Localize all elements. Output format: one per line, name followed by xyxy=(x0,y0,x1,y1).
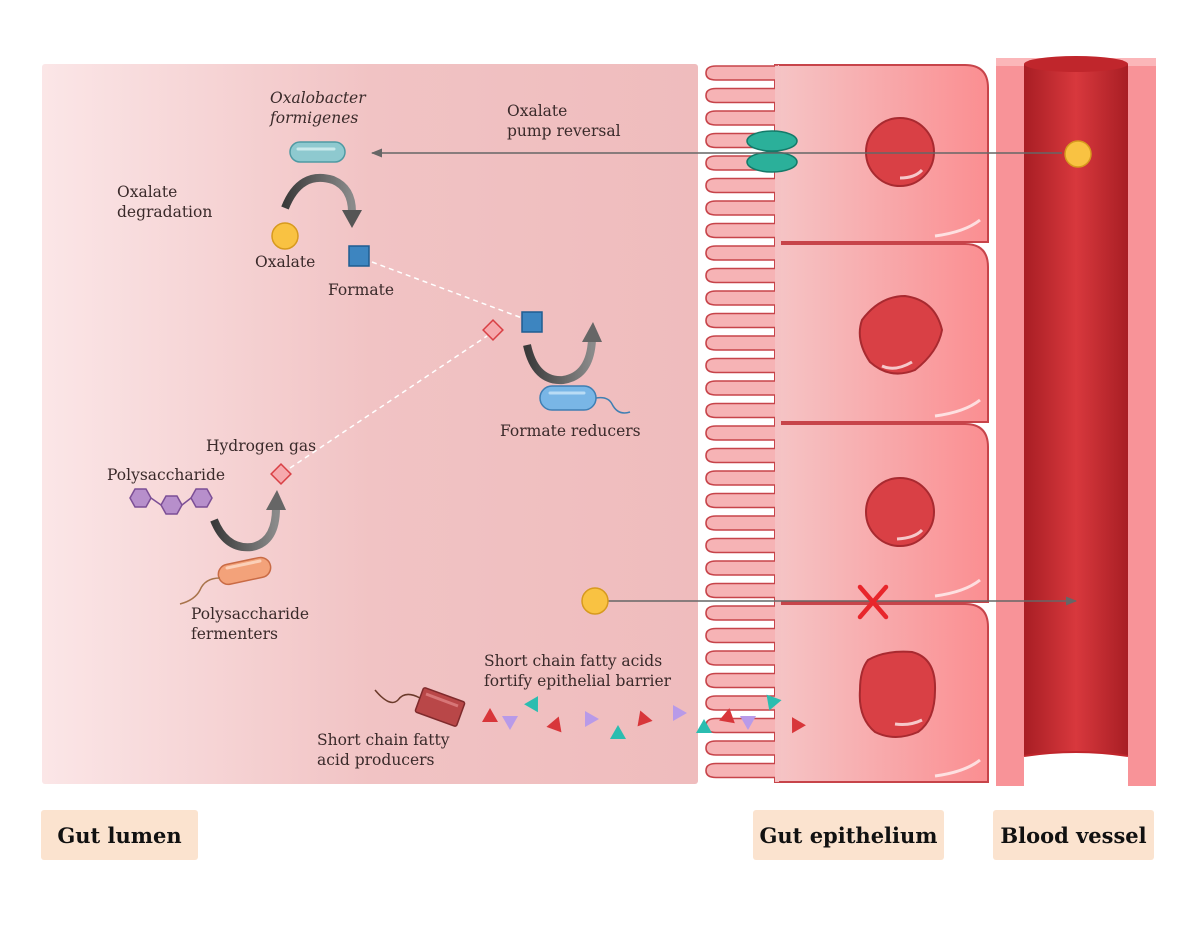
microvillus xyxy=(705,447,778,464)
scfa-molecule-icon xyxy=(610,725,626,739)
pump-reversal-label: Oxalate pump reversal xyxy=(507,101,621,141)
region-label-gut-lumen: Gut lumen xyxy=(41,810,198,860)
fermenters-label-line1: Polysaccharide xyxy=(191,605,310,623)
pump-reversal-label-line2: pump reversal xyxy=(507,122,621,140)
microvillus xyxy=(705,87,778,104)
hydrogen-reducer-input-icon xyxy=(482,319,504,341)
microvillus xyxy=(705,402,778,419)
microvillus xyxy=(705,627,778,644)
microvillus xyxy=(705,222,778,239)
scfa-molecule-icon xyxy=(502,716,518,730)
microvillus xyxy=(705,357,778,374)
scfa-molecule-icon xyxy=(482,708,498,722)
microvillus xyxy=(705,335,778,351)
degradation-label: Oxalate degradation xyxy=(117,182,212,222)
microvillus xyxy=(705,582,778,599)
oxalobacter-label-line1: Oxalobacter xyxy=(270,89,366,107)
hydrogen-gas-icon xyxy=(270,463,292,485)
pump-reversal-label-line1: Oxalate xyxy=(507,102,568,120)
oxalate-label: Oxalate xyxy=(255,253,316,271)
scfa-molecule-icon xyxy=(546,716,562,733)
scfa-producers-label: Short chain fatty acid producers xyxy=(317,730,449,770)
microvillus xyxy=(705,672,778,689)
blood-vessel xyxy=(996,56,1156,786)
microvillus xyxy=(705,605,778,621)
hydrogen-gas-label: Hydrogen gas xyxy=(206,437,317,455)
hydrogen-link-line xyxy=(289,335,488,469)
polysaccharide-label: Polysaccharide xyxy=(107,466,226,484)
microvillus xyxy=(705,560,778,576)
scfa-molecule-icon xyxy=(696,719,712,733)
scfa-label-line1: Short chain fatty acids xyxy=(484,652,663,670)
degradation-label-line1: Oxalate xyxy=(117,183,178,201)
scfa-molecule-icon xyxy=(719,708,735,724)
microvillus xyxy=(705,740,778,756)
scfa-molecules xyxy=(482,694,806,739)
blood-oxalate-icon xyxy=(1064,140,1092,168)
fermenter-bacterium-icon xyxy=(179,556,272,605)
cell-nuclei xyxy=(858,117,944,738)
polysaccharide-chain-icon xyxy=(129,488,213,515)
scfa-molecule-icon xyxy=(585,711,599,727)
fermenters-label-line2: fermenters xyxy=(191,625,278,643)
scfa-producers-label-line2: acid producers xyxy=(317,751,435,769)
region-label-blood-vessel: Blood vessel xyxy=(993,810,1154,860)
degradation-label-line2: degradation xyxy=(117,203,213,221)
microvillus xyxy=(705,537,778,554)
microvillus xyxy=(705,650,778,666)
block-x-icon xyxy=(857,584,889,620)
microvilli xyxy=(705,65,781,781)
microvillus xyxy=(705,717,778,734)
microvillus xyxy=(705,425,778,441)
microvillus xyxy=(705,762,778,779)
scfa-molecule-icon xyxy=(637,710,653,727)
fermenter-curved-arrow-icon xyxy=(210,490,286,552)
scfa-molecule-icon xyxy=(740,716,756,730)
formate-reducers-label: Formate reducers xyxy=(500,422,641,440)
microvillus xyxy=(705,245,778,261)
scfa-producer-bacterium-icon xyxy=(374,687,466,727)
oxalate-transporter xyxy=(746,130,798,173)
microvillus xyxy=(705,492,778,509)
region-label-gut-epithelium: Gut epithelium xyxy=(753,810,944,860)
scfa-molecule-icon xyxy=(766,694,782,711)
oxalobacter-label-line2: formigenes xyxy=(270,109,359,127)
scfa-molecule-icon xyxy=(792,717,806,734)
microvillus xyxy=(705,267,778,284)
formate-reducer-input-icon xyxy=(521,311,543,333)
oxalobacter-bacterium-icon xyxy=(289,141,346,163)
lumen-oxalate-icon xyxy=(581,587,609,615)
formate-molecule-icon xyxy=(348,245,370,267)
microvillus xyxy=(705,380,778,396)
oxalate-molecule-icon xyxy=(271,222,299,250)
fermenters-label: Polysaccharide fermenters xyxy=(191,604,309,644)
formate-reducer-bacterium-icon xyxy=(539,385,631,414)
scfa-producers-label-line1: Short chain fatty xyxy=(317,731,450,749)
scfa-label: Short chain fatty acids fortify epitheli… xyxy=(484,651,671,691)
reducer-curved-arrow-icon xyxy=(523,322,602,385)
microvillus xyxy=(705,65,778,81)
formate-label: Formate xyxy=(328,281,394,299)
microvillus xyxy=(705,290,778,306)
scfa-molecule-icon xyxy=(524,696,538,713)
microvillus xyxy=(705,515,778,531)
degradation-curved-arrow-icon xyxy=(281,173,362,228)
scfa-label-line2: fortify epithelial barrier xyxy=(484,672,672,690)
scfa-molecule-icon xyxy=(673,705,687,721)
microvillus xyxy=(705,177,778,194)
microvillus xyxy=(705,110,778,126)
microvillus xyxy=(705,200,778,216)
microvillus xyxy=(705,312,778,329)
oxalobacter-label: Oxalobacter formigenes xyxy=(270,88,366,128)
gut-lumen-area xyxy=(42,64,698,784)
microvillus xyxy=(705,470,778,486)
microvillus xyxy=(705,695,778,711)
